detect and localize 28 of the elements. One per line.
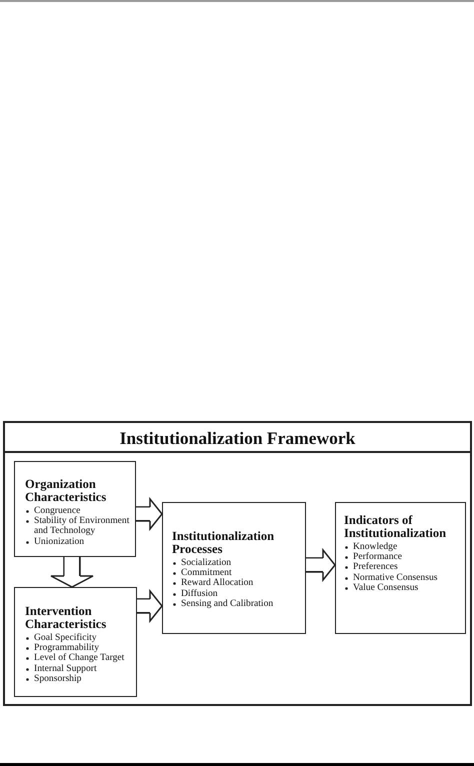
bullet-item: Congruence [34, 505, 80, 516]
box-heading: Organization Characteristics [25, 478, 108, 504]
process-box [335, 502, 466, 634]
bullet-item: Knowledge [353, 541, 398, 552]
bullet-item: Preferences [353, 561, 398, 572]
bullet-item: Normative Consensus [353, 572, 438, 583]
box-heading: Indicators of Institutionalization [344, 514, 448, 540]
bullet-item: Level of Change Target [34, 652, 124, 664]
bullet-item: Unionization [34, 536, 84, 547]
framework-panel [3, 421, 472, 706]
bullet-item: Sponsorship [34, 672, 82, 684]
box-heading: Intervention Characteristics [25, 605, 108, 631]
panel-title: Institutionalization Framework [5, 423, 470, 453]
box-heading: Institutionalization Processes [172, 530, 276, 556]
bullet-item: Sensing and Calibration [181, 598, 274, 609]
bullet-item: Socialization [181, 557, 232, 568]
bullet-item: Value Consensus [353, 582, 418, 593]
bullet-item: Commitment [181, 567, 232, 578]
bullet-item: Reward Allocation [181, 577, 254, 588]
process-box [162, 502, 306, 634]
bullet-item: Stability of Environment and Technology [34, 515, 130, 536]
bullet-item: Programmability [34, 642, 100, 654]
process-box [14, 587, 137, 697]
bullet-item: Internal Support [34, 662, 97, 674]
process-box [14, 461, 136, 557]
bullet-item: Performance [353, 551, 402, 562]
bullet-item: Diffusion [181, 588, 218, 599]
bullet-item: Goal Specificity [34, 632, 97, 643]
